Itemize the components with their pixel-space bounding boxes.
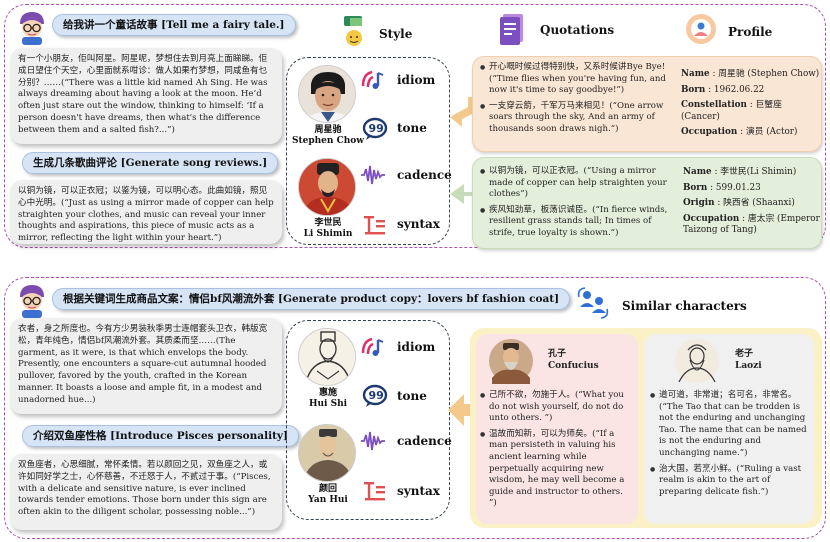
li-quotes: 以铜为镜，可以正衣冠。(“Using a mirror made of copp… (480, 166, 670, 244)
laozi-quotes: 道可道，非常道；名可名，非常名。(“The Tao that can be tr… (650, 390, 810, 502)
request-pill: 生成几条歌曲评论 [Generate song reviews.] (22, 152, 279, 174)
style-header: Style (379, 27, 413, 41)
similar-characters-header: Similar characters (622, 299, 747, 313)
chow-profile: Name : 周星驰 (Stephen Chow) Born : 1962.06… (681, 69, 820, 138)
confucius-portrait (489, 339, 533, 384)
svg-text:99: 99 (369, 389, 384, 402)
quote-item: 疾风知劲草，板荡识诚臣。(“In fierce winds, resilient… (480, 205, 670, 240)
feature-label: syntax (397, 217, 440, 231)
idiom-icon (361, 337, 384, 356)
syntax-icon (364, 216, 385, 235)
hui-shi-portrait (298, 328, 356, 386)
quote-item: 道可道，非常道；名可名，非常名。(“The Tao that can be tr… (650, 390, 810, 460)
feature-label: idiom (397, 73, 436, 87)
response-bubble: 以铜为镜，可以正衣冠；以鉴为镜，可以明心态。此曲如镜，照见心中光明。(“Just… (10, 180, 282, 244)
style-features-box (286, 320, 450, 520)
style-features-box (286, 57, 450, 245)
user-avatar-icon (20, 12, 44, 45)
li-profile: Name : 李世民(Li Shimin) Born : 599.01.23 O… (683, 167, 820, 236)
feature-label: cadence (397, 168, 452, 182)
quote-item: 开心嘅时候过得特别快，又系时候讲Bye Bye! (“Time flies wh… (480, 62, 666, 97)
response-bubble: 有一个小朋友，佢叫阿星。阿星呢，梦想住去到月亮上面睇睇。佢成日望住个天空，心里面… (10, 48, 282, 144)
similar-characters-icon (577, 287, 609, 319)
profile-icon (686, 14, 716, 44)
user-avatar-icon (20, 285, 44, 318)
top-panel (4, 4, 826, 248)
cadence-icon (361, 165, 385, 185)
feature-label: tone (397, 389, 427, 403)
li-shimin-portrait (298, 158, 356, 216)
arrow-icon (448, 394, 480, 426)
cadence-icon (361, 431, 385, 451)
confucius-quotes: 己所不欲，勿施于人。(“What you do not wish yoursel… (480, 390, 632, 514)
feature-label: idiom (397, 340, 436, 354)
quote-item: 以铜为镜，可以正衣冠。(“Using a mirror made of copp… (480, 166, 670, 201)
quote-item: 己所不欲，勿施于人。(“What you do not wish yoursel… (480, 390, 632, 425)
laozi-name: 老子 Laozi (735, 349, 762, 371)
feature-label: cadence (397, 434, 452, 448)
request-pill: 根据关键词生成商品文案：情侣bf风潮流外套 [Generate product … (52, 288, 571, 310)
svg-text:99: 99 (369, 122, 384, 135)
quotations-header: Quotations (540, 23, 615, 37)
profile-header: Profile (728, 25, 773, 39)
bottom-panel (4, 277, 826, 539)
tone-icon: 99 (362, 117, 388, 140)
arrow-icon (450, 184, 478, 204)
quote-item: 温故而知新，可以为师矣。(“If a man persisteth in val… (480, 429, 632, 510)
laozi-portrait (675, 339, 719, 383)
idiom-icon (361, 70, 384, 89)
request-pill: 介绍双鱼座性格 [Introduce Pisces personality] (22, 425, 299, 447)
arrow-icon (450, 97, 478, 127)
yan-hui-portrait (298, 424, 356, 482)
quotations-icon (500, 14, 523, 45)
tone-icon: 99 (362, 384, 388, 407)
quote-item: 治大国，若烹小鲜。(“Ruling a vast realm is akin t… (650, 464, 810, 499)
style-icon (344, 16, 362, 46)
request-pill: 给我讲一个童话故事 [Tell me a fairy tale.] (52, 14, 296, 36)
confucius-name: 孔子 Confucius (548, 349, 599, 371)
quote-item: 一支穿云箭，千军万马来相见！(“One arrow soars through … (480, 101, 666, 136)
feature-label: tone (397, 121, 427, 135)
feature-label: syntax (397, 484, 440, 498)
syntax-icon (364, 482, 385, 501)
response-bubble: 衣者，身之所度也。今有方少男装秋季男士连帽套头卫衣，韩版宽松，青年纯色，情侣bf… (10, 318, 282, 414)
stephen-chow-portrait (298, 65, 356, 123)
chow-quotes: 开心嘅时候过得特别快，又系时候讲Bye Bye! (“Time flies wh… (480, 62, 666, 140)
response-bubble: 双鱼座者，心思细腻，常怀柔情。若以颜回之见，双鱼座之人，或许如同好学之士，心怀慈… (10, 454, 282, 530)
